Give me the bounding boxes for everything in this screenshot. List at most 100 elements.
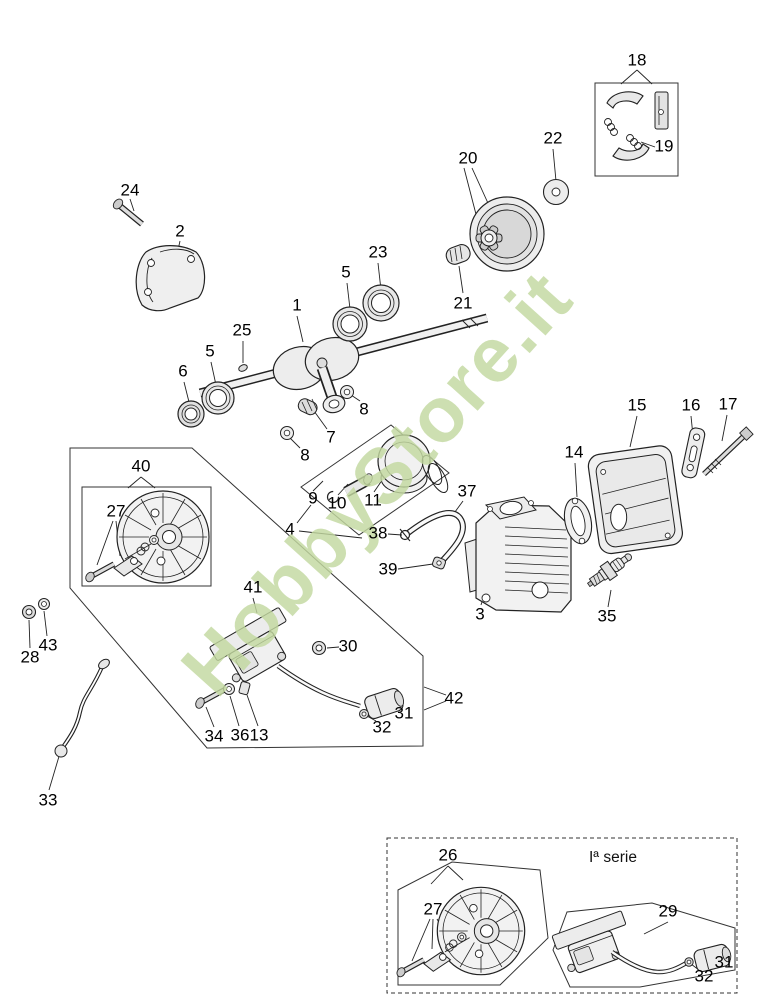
piston-11 — [378, 435, 430, 487]
ignition-coil-41 — [208, 606, 304, 690]
piston-ring — [424, 461, 451, 496]
callout-41: 41 — [243, 577, 263, 597]
callout-40: 40 — [131, 456, 151, 476]
series-label: Iª serie — [589, 849, 637, 866]
clutch-drum-sprocket-20 — [470, 197, 544, 271]
callout-21: 21 — [453, 293, 473, 313]
callout-9: 9 — [308, 488, 318, 508]
oil-seal-6 — [178, 401, 204, 427]
callout-27: 27 — [423, 899, 443, 919]
muffler-bracket-16 — [681, 427, 706, 479]
screw-34 — [194, 689, 226, 710]
callout-24: 24 — [120, 180, 140, 200]
muffler-15 — [587, 444, 684, 555]
callout-17: 17 — [718, 394, 738, 414]
callout-6: 6 — [178, 361, 188, 381]
callout-27: 27 — [106, 501, 126, 521]
ground-wire-33 — [55, 657, 111, 757]
nut-28 — [23, 606, 36, 619]
screw-30 — [313, 642, 326, 655]
callout-31: 31 — [714, 952, 734, 972]
spacer-13 — [239, 681, 251, 695]
grommet-32-serie1 — [685, 958, 693, 966]
callout-22: 22 — [543, 128, 563, 148]
ht-lead-serie1 — [612, 952, 688, 972]
callout-15: 15 — [627, 395, 647, 415]
hose-fitting-39 — [432, 556, 447, 570]
callout-11: 11 — [364, 490, 382, 510]
callout-25: 25 — [232, 320, 252, 340]
needle-cage-21 — [444, 242, 472, 266]
callout-38: 38 — [368, 523, 388, 543]
callout-8: 8 — [359, 399, 369, 419]
coil-29-outline — [553, 903, 735, 987]
hose-clamp-38 — [400, 529, 410, 541]
screw-24 — [111, 197, 142, 224]
woodruff-key-25 — [238, 363, 249, 372]
clutch-springs-19 — [605, 119, 642, 150]
callout-10: 10 — [327, 493, 347, 513]
spark-plug-cap-31-serie1 — [693, 943, 733, 973]
clutch-group-box-18 — [595, 83, 678, 176]
callout-14: 14 — [564, 442, 584, 462]
callout-2: 2 — [175, 221, 185, 241]
bearing-5-left — [202, 382, 234, 414]
callout-32: 32 — [694, 966, 714, 986]
callout-13: 13 — [249, 725, 269, 745]
clutch-assembly-18 — [605, 92, 669, 160]
flywheel-group-box-40 — [82, 487, 211, 586]
callout-4: 4 — [285, 519, 295, 539]
cylinder-3 — [465, 497, 571, 612]
callout-19: 19 — [654, 136, 674, 156]
callout-1: 1 — [292, 295, 302, 315]
callout-20: 20 — [458, 148, 478, 168]
washer-43 — [39, 599, 50, 610]
exhaust-gasket-14 — [561, 496, 596, 546]
callout-32: 32 — [372, 717, 392, 737]
crankcase-half-2 — [136, 246, 204, 311]
callout-39: 39 — [378, 559, 398, 579]
callout-31: 31 — [394, 703, 414, 723]
callout-5: 5 — [205, 341, 215, 361]
piston-pin-10 — [346, 472, 374, 492]
washer-22 — [544, 180, 569, 205]
needle-bearing-7 — [296, 397, 319, 417]
spark-plug-cap-31 — [363, 686, 406, 720]
bearing-23 — [363, 285, 399, 321]
callout-23: 23 — [368, 242, 388, 262]
callout-35: 35 — [597, 606, 617, 626]
grommet-32 — [360, 710, 369, 719]
callout-33: 33 — [38, 790, 58, 810]
callout-3: 3 — [475, 604, 485, 624]
washer-36 — [224, 684, 235, 695]
ht-lead — [278, 666, 360, 706]
callout-26: 26 — [438, 845, 458, 865]
ignition-coil-29 — [551, 910, 637, 978]
callout-5: 5 — [341, 262, 351, 282]
callout-7: 7 — [326, 427, 336, 447]
piston-group-box-4 — [301, 425, 449, 535]
flywheel-26 — [436, 886, 526, 976]
group-boxes — [70, 83, 737, 993]
first-series-box — [387, 838, 737, 993]
washer-8-left — [281, 427, 294, 440]
washer-8-right — [341, 386, 354, 399]
screw-17 — [704, 427, 753, 474]
callout-43: 43 — [38, 635, 58, 655]
callout-42: 42 — [444, 688, 464, 708]
callout-16: 16 — [681, 395, 701, 415]
crankshaft-1 — [200, 318, 487, 415]
callout-30: 30 — [338, 636, 358, 656]
impulse-hose-37 — [408, 513, 463, 560]
flywheel-26-outline — [398, 862, 548, 985]
callout-8: 8 — [300, 445, 310, 465]
ignition-group-outline — [70, 448, 423, 748]
bearing-5-right — [333, 307, 367, 341]
callout-18: 18 — [627, 50, 647, 70]
callout-29: 29 — [658, 901, 678, 921]
spark-plug-35 — [584, 548, 636, 591]
callout-36: 36 — [230, 725, 250, 745]
callout-37: 37 — [457, 481, 477, 501]
callout-28: 28 — [20, 647, 40, 667]
piston-assembly — [328, 435, 452, 503]
